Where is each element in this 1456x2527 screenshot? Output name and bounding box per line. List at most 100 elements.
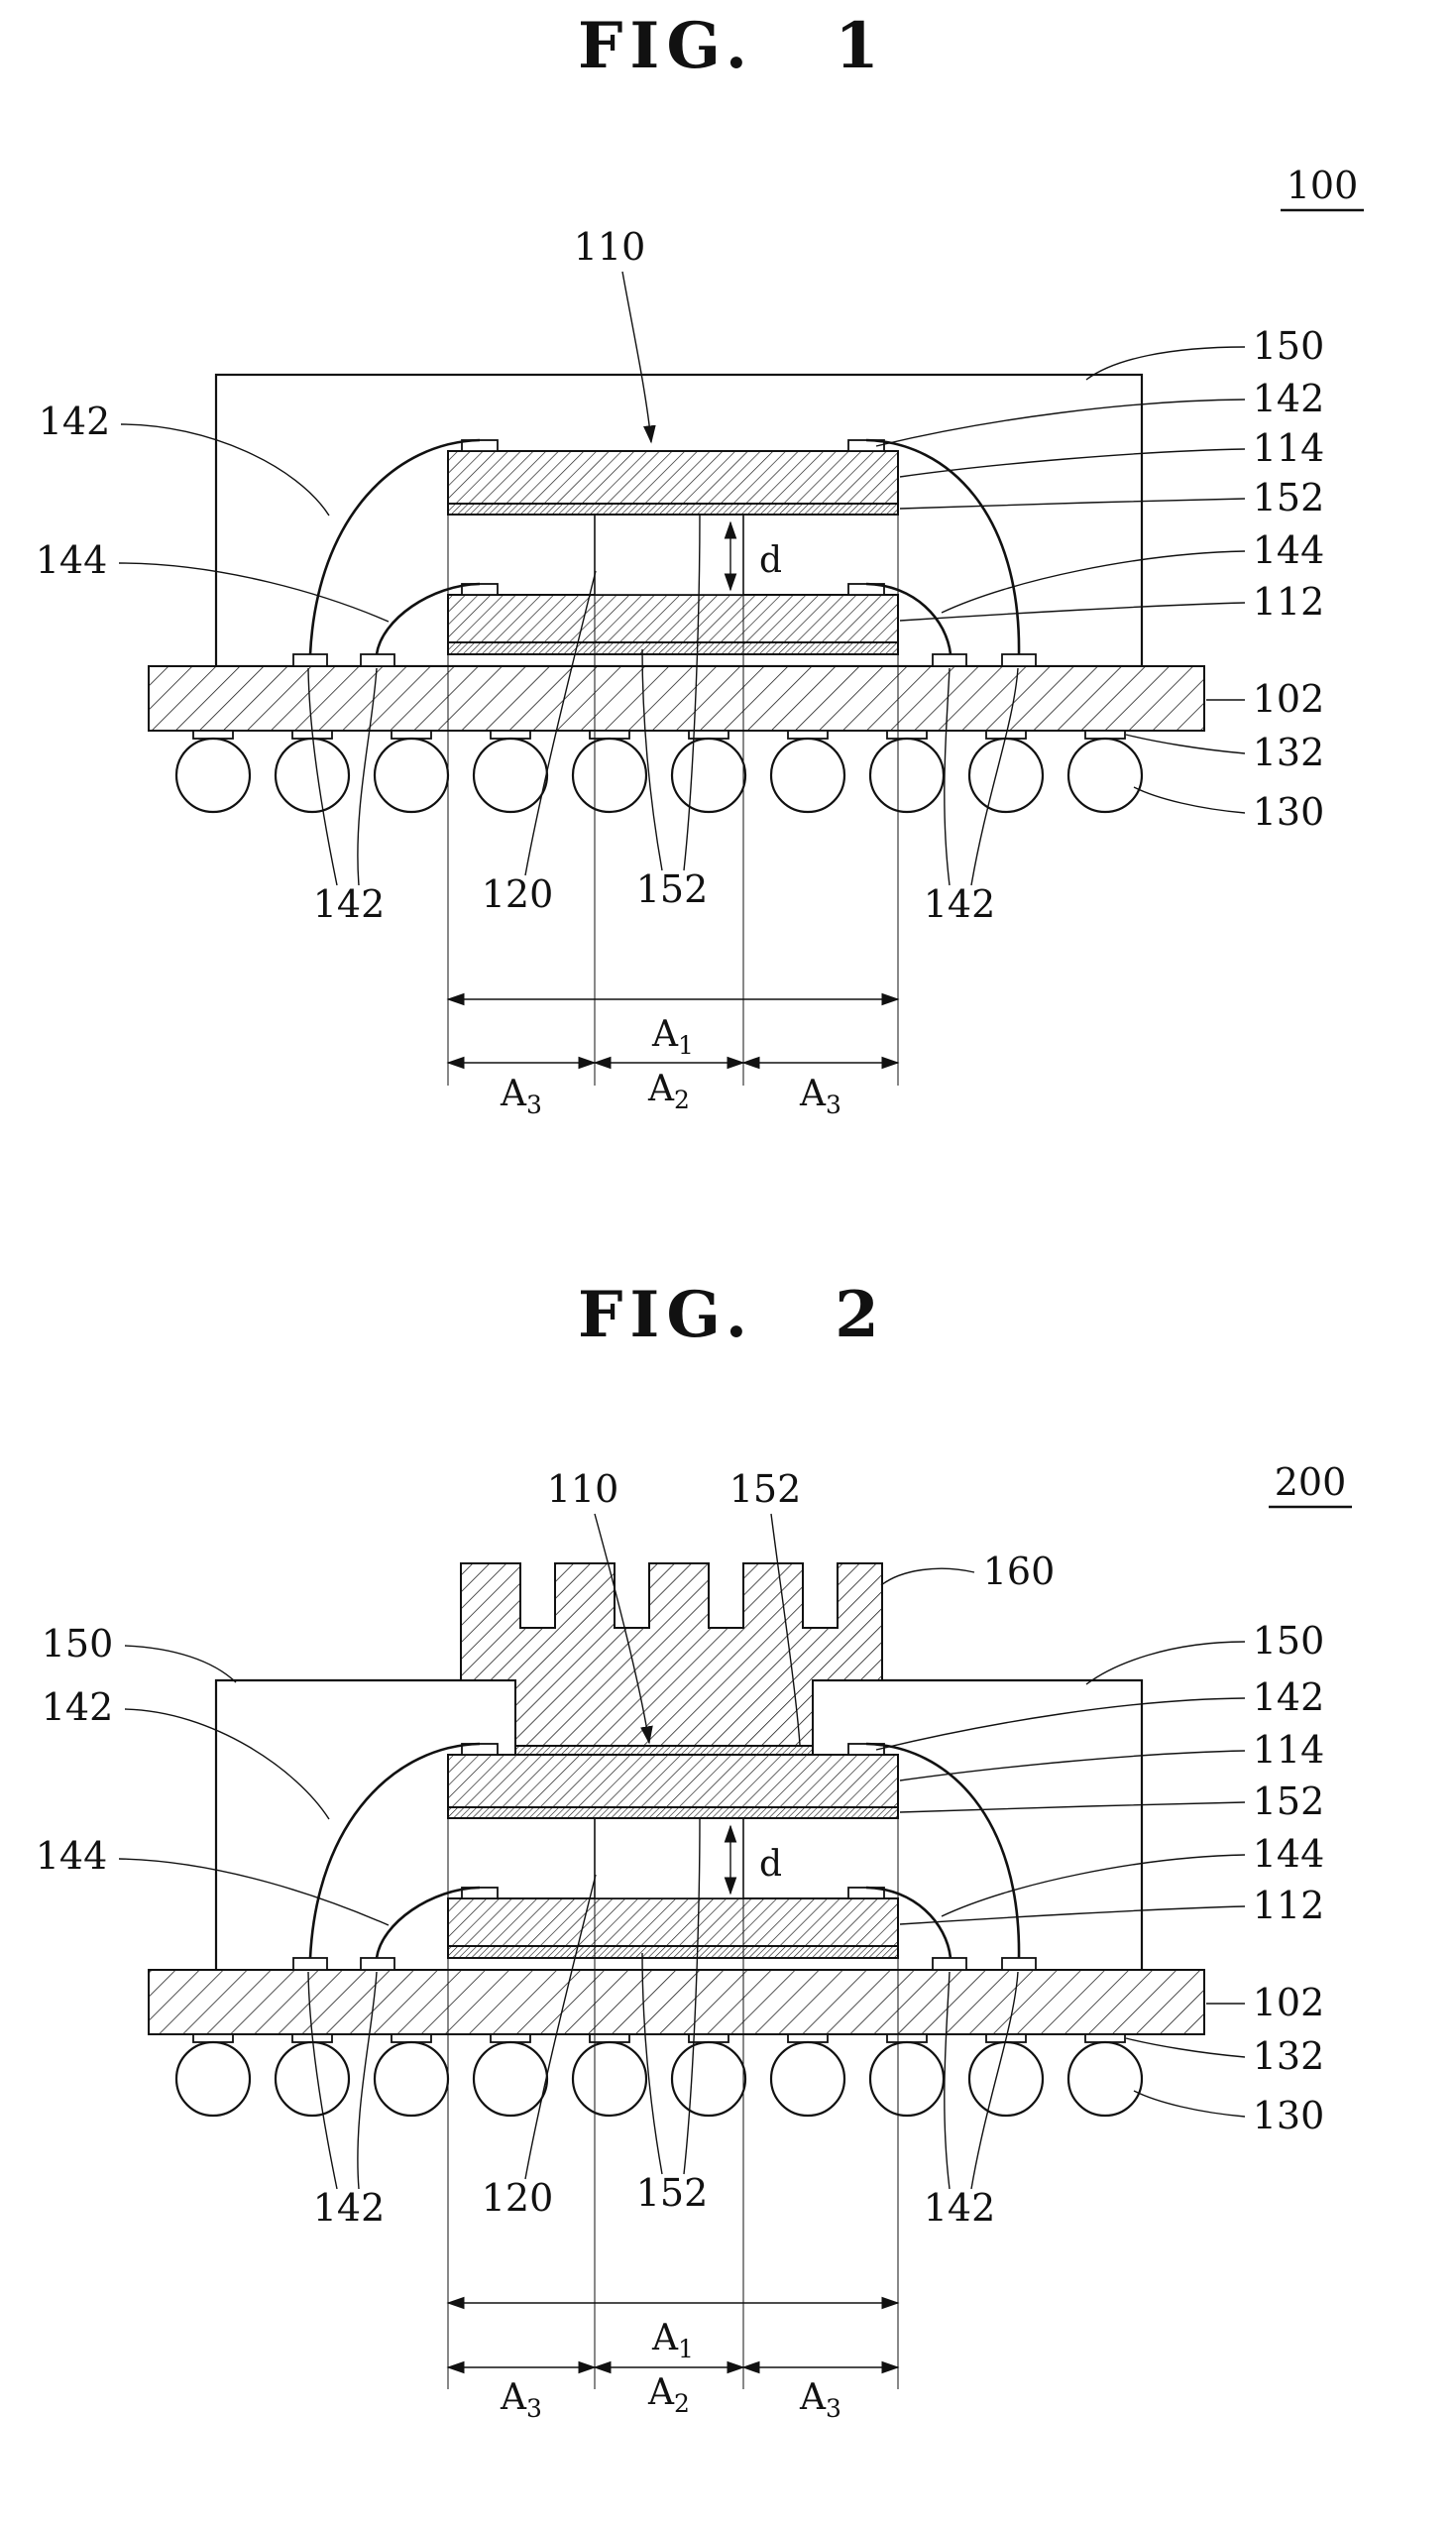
fig2-heat-sink	[460, 1562, 883, 1747]
fig2-wire-outer-right	[865, 1742, 1021, 1959]
fig2-ball-land	[391, 2033, 432, 2043]
fig1-dim-a3-left-label: A3	[500, 1074, 542, 1119]
fig1-ball-land	[688, 730, 729, 740]
fig1-wire-outer-left	[308, 438, 481, 655]
fig2-heatsink-adhesive	[514, 1745, 814, 1756]
fig2-label-left-144: 144	[36, 1834, 108, 1878]
fig2-spacer	[594, 1817, 744, 1899]
fig1-leader-110	[621, 271, 656, 444]
fig1: FIG. 1 100	[36, 9, 1364, 1119]
fig2-upper-adhesive	[447, 1806, 899, 1819]
fig1-leader-152b2	[683, 514, 701, 871]
fig1-leader-142r	[875, 399, 1246, 447]
fig2-bond-wires	[308, 1742, 1021, 1959]
fig1-leader-152b1	[641, 648, 663, 871]
fig2-leader-132	[1125, 2037, 1246, 2058]
fig2-upper-die	[447, 1754, 899, 1808]
fig1-leader-142-br1	[944, 667, 951, 886]
fig2-label-110: 110	[547, 1467, 619, 1511]
fig2-leader-120	[524, 1874, 597, 2180]
fig1-leader-142-bl2	[357, 667, 378, 886]
fig2-substrate-pad	[1001, 1957, 1037, 1971]
fig2-dim-a1-label: A1	[651, 2318, 694, 2363]
fig2-leader-110	[594, 1513, 653, 1745]
fig1-title-number: 1	[835, 9, 886, 83]
fig2-label-114: 114	[1253, 1728, 1325, 1772]
fig2-title-number: 2	[835, 1278, 886, 1352]
fig2-dim-a2-label: A2	[647, 2372, 690, 2418]
fig2-solder-ball	[571, 2040, 648, 2118]
fig2-label-120: 120	[482, 2176, 554, 2220]
fig2-solder-balls	[174, 2040, 1144, 2118]
fig2-leader-152b2	[683, 1817, 701, 2175]
fig2-label-142r: 142	[1253, 1675, 1325, 1719]
fig1-solder-ball	[868, 737, 946, 814]
fig1-solder-ball	[472, 737, 549, 814]
fig1-wire-inner-right	[865, 582, 952, 655]
fig2-wire-inner-right	[865, 1886, 952, 1959]
fig1-solder-ball	[769, 737, 846, 814]
fig1-ball-land	[589, 730, 630, 740]
fig2-ball-land	[589, 2033, 630, 2043]
fig1-substrate-pad	[360, 653, 395, 667]
fig1-ball-land	[490, 730, 531, 740]
fig2-substrate-pad	[360, 1957, 395, 1971]
fig2-ball-land	[787, 2033, 829, 2043]
fig2-leader-152b1	[641, 1952, 663, 2175]
fig2-solder-ball	[967, 2040, 1045, 2118]
fig2-leader-left-150	[124, 1645, 237, 1683]
fig1-leader-130	[1133, 786, 1246, 814]
fig1-label-132: 132	[1253, 731, 1325, 774]
fig1-leader-152r	[899, 498, 1246, 510]
fig2-substrate	[148, 1969, 1205, 2035]
fig2-lower-die	[447, 1897, 899, 1947]
fig1-substrate-pad	[292, 653, 328, 667]
fig1-leader-112	[899, 602, 1246, 622]
fig1-right-labels: 150 142 114 152 144 112 102 132 130	[875, 324, 1325, 834]
fig2-label-left-150: 150	[42, 1622, 114, 1666]
fig2-solder-ball	[1066, 2040, 1144, 2118]
fig1-label-102: 102	[1253, 677, 1325, 721]
fig1-leader-114	[899, 448, 1246, 478]
fig1-ball-land	[192, 730, 234, 740]
fig2-ball-land	[886, 2033, 928, 2043]
fig2-substrate-pads	[292, 1957, 1037, 1971]
fig2-solder-ball	[274, 2040, 351, 2118]
fig2-leader-114	[899, 1750, 1246, 1781]
fig1-dim-a2-label: A2	[647, 1069, 690, 1114]
fig2-leader-150	[1085, 1641, 1246, 1685]
fig2-d-label: d	[759, 1844, 782, 1885]
fig2-label-left-142: 142	[42, 1685, 114, 1729]
fig1-substrate-pads	[292, 653, 1037, 667]
fig1-label-142-br: 142	[924, 882, 996, 926]
fig1-leader-left-142	[120, 423, 330, 517]
fig1-leader-132	[1125, 734, 1246, 754]
fig2-label-152-top: 152	[729, 1467, 802, 1511]
fig1-label-left-144: 144	[36, 538, 108, 582]
fig2-dim-a3-right-label: A3	[799, 2377, 841, 2423]
fig2-leader-142r	[875, 1697, 1246, 1751]
fig2-solder-ball	[769, 2040, 846, 2118]
fig1-leader-left-144	[118, 562, 390, 623]
fig2-right-labels: 150 142 114 152 144 112 102 132 130	[875, 1619, 1325, 2137]
fig1-wire-outer-right	[865, 438, 1021, 655]
fig1-ball-land	[787, 730, 829, 740]
fig1-solder-ball	[670, 737, 747, 814]
fig2-label-152r: 152	[1253, 1780, 1325, 1823]
fig2-leader-152r	[899, 1801, 1246, 1813]
fig2-leader-160	[880, 1567, 975, 1586]
fig2-mold-cap-left	[214, 1678, 515, 1970]
fig2-label-142-br: 142	[924, 2186, 996, 2230]
fig1-substrate-pad	[932, 653, 967, 667]
fig1-ball-land	[1084, 730, 1126, 740]
fig1-label-150: 150	[1253, 324, 1325, 368]
fig1-solder-ball	[571, 737, 648, 814]
fig2-ball-lands	[192, 2033, 1126, 2043]
fig1-spacer	[594, 514, 744, 596]
fig2-substrate-pad	[292, 1957, 328, 1971]
fig1-leader-142-br2	[970, 667, 1019, 886]
fig1-label-152b: 152	[636, 867, 709, 911]
fig1-solder-ball	[274, 737, 351, 814]
fig1-label-left-142: 142	[39, 400, 111, 443]
